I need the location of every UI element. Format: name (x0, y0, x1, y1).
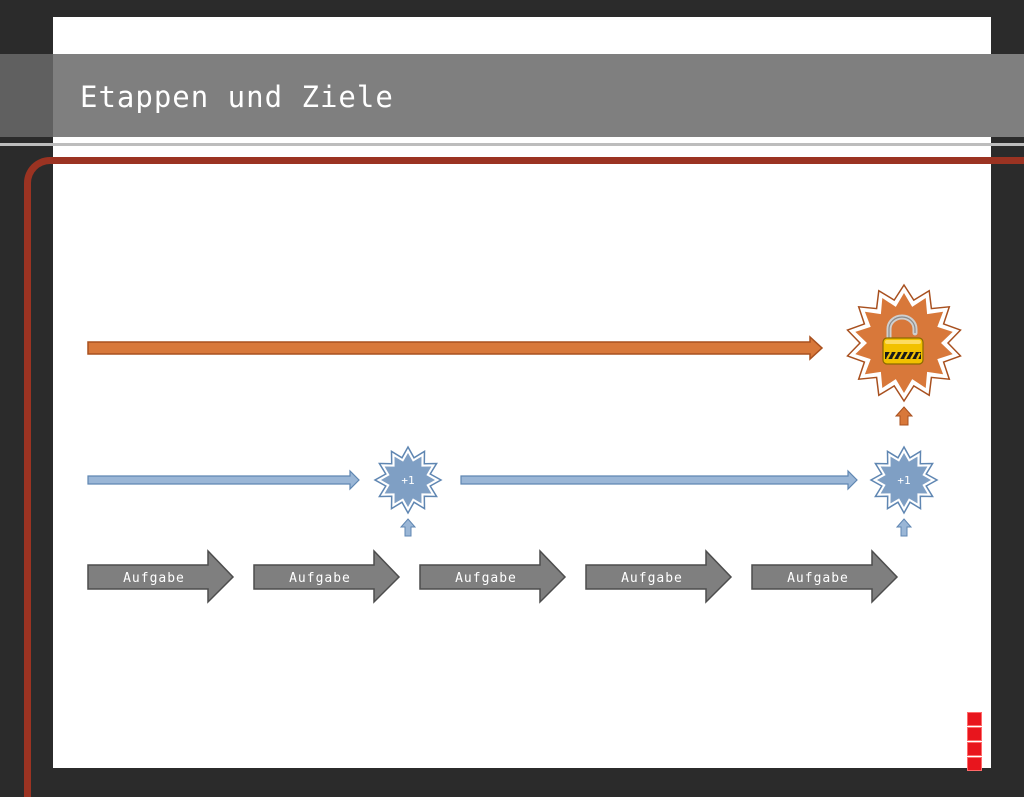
goal-arrow (87, 335, 824, 361)
indicator-segment (967, 757, 982, 771)
milestone-label-1: +1 (401, 474, 414, 487)
task-label-2: Aufgabe (289, 571, 351, 586)
milestone-arrow-1 (87, 469, 360, 491)
task-arrow-4: Aufgabe (585, 549, 733, 604)
title-band-edge (0, 54, 53, 137)
milestone-badge-1: +1 (373, 445, 443, 515)
slide-canvas (53, 17, 991, 768)
task-label-3: Aufgabe (455, 571, 517, 586)
task-arrow-5: Aufgabe (751, 549, 899, 604)
up-arrow-goal (894, 406, 914, 426)
milestone-badge-2: +1 (869, 445, 939, 515)
indicator-segment (967, 742, 982, 756)
task-label-1: Aufgabe (123, 571, 185, 586)
indicator-segment (967, 727, 982, 741)
indicator-segment (967, 712, 982, 726)
milestone-label-2: +1 (897, 474, 910, 487)
task-arrow-2: Aufgabe (253, 549, 401, 604)
milestone-arrow-2 (460, 469, 858, 491)
page-title: Etappen und Ziele (80, 80, 394, 114)
open-padlock-icon (882, 314, 924, 365)
title-band (0, 54, 1024, 137)
task-arrow-3: Aufgabe (419, 549, 567, 604)
task-label-5: Aufgabe (787, 571, 849, 586)
goal-badge (846, 283, 962, 403)
task-label-4: Aufgabe (621, 571, 683, 586)
up-arrow-milestone-1 (399, 518, 417, 537)
slide-progress-indicator (967, 712, 982, 771)
milestone-diagram: +1 +1 Aufgabe Aufgabe Aufgabe Aufgabe (87, 283, 962, 604)
title-divider (0, 143, 1024, 146)
up-arrow-milestone-2 (895, 518, 913, 537)
task-arrow-1: Aufgabe (87, 549, 235, 604)
frame-accent-line (24, 157, 1024, 797)
